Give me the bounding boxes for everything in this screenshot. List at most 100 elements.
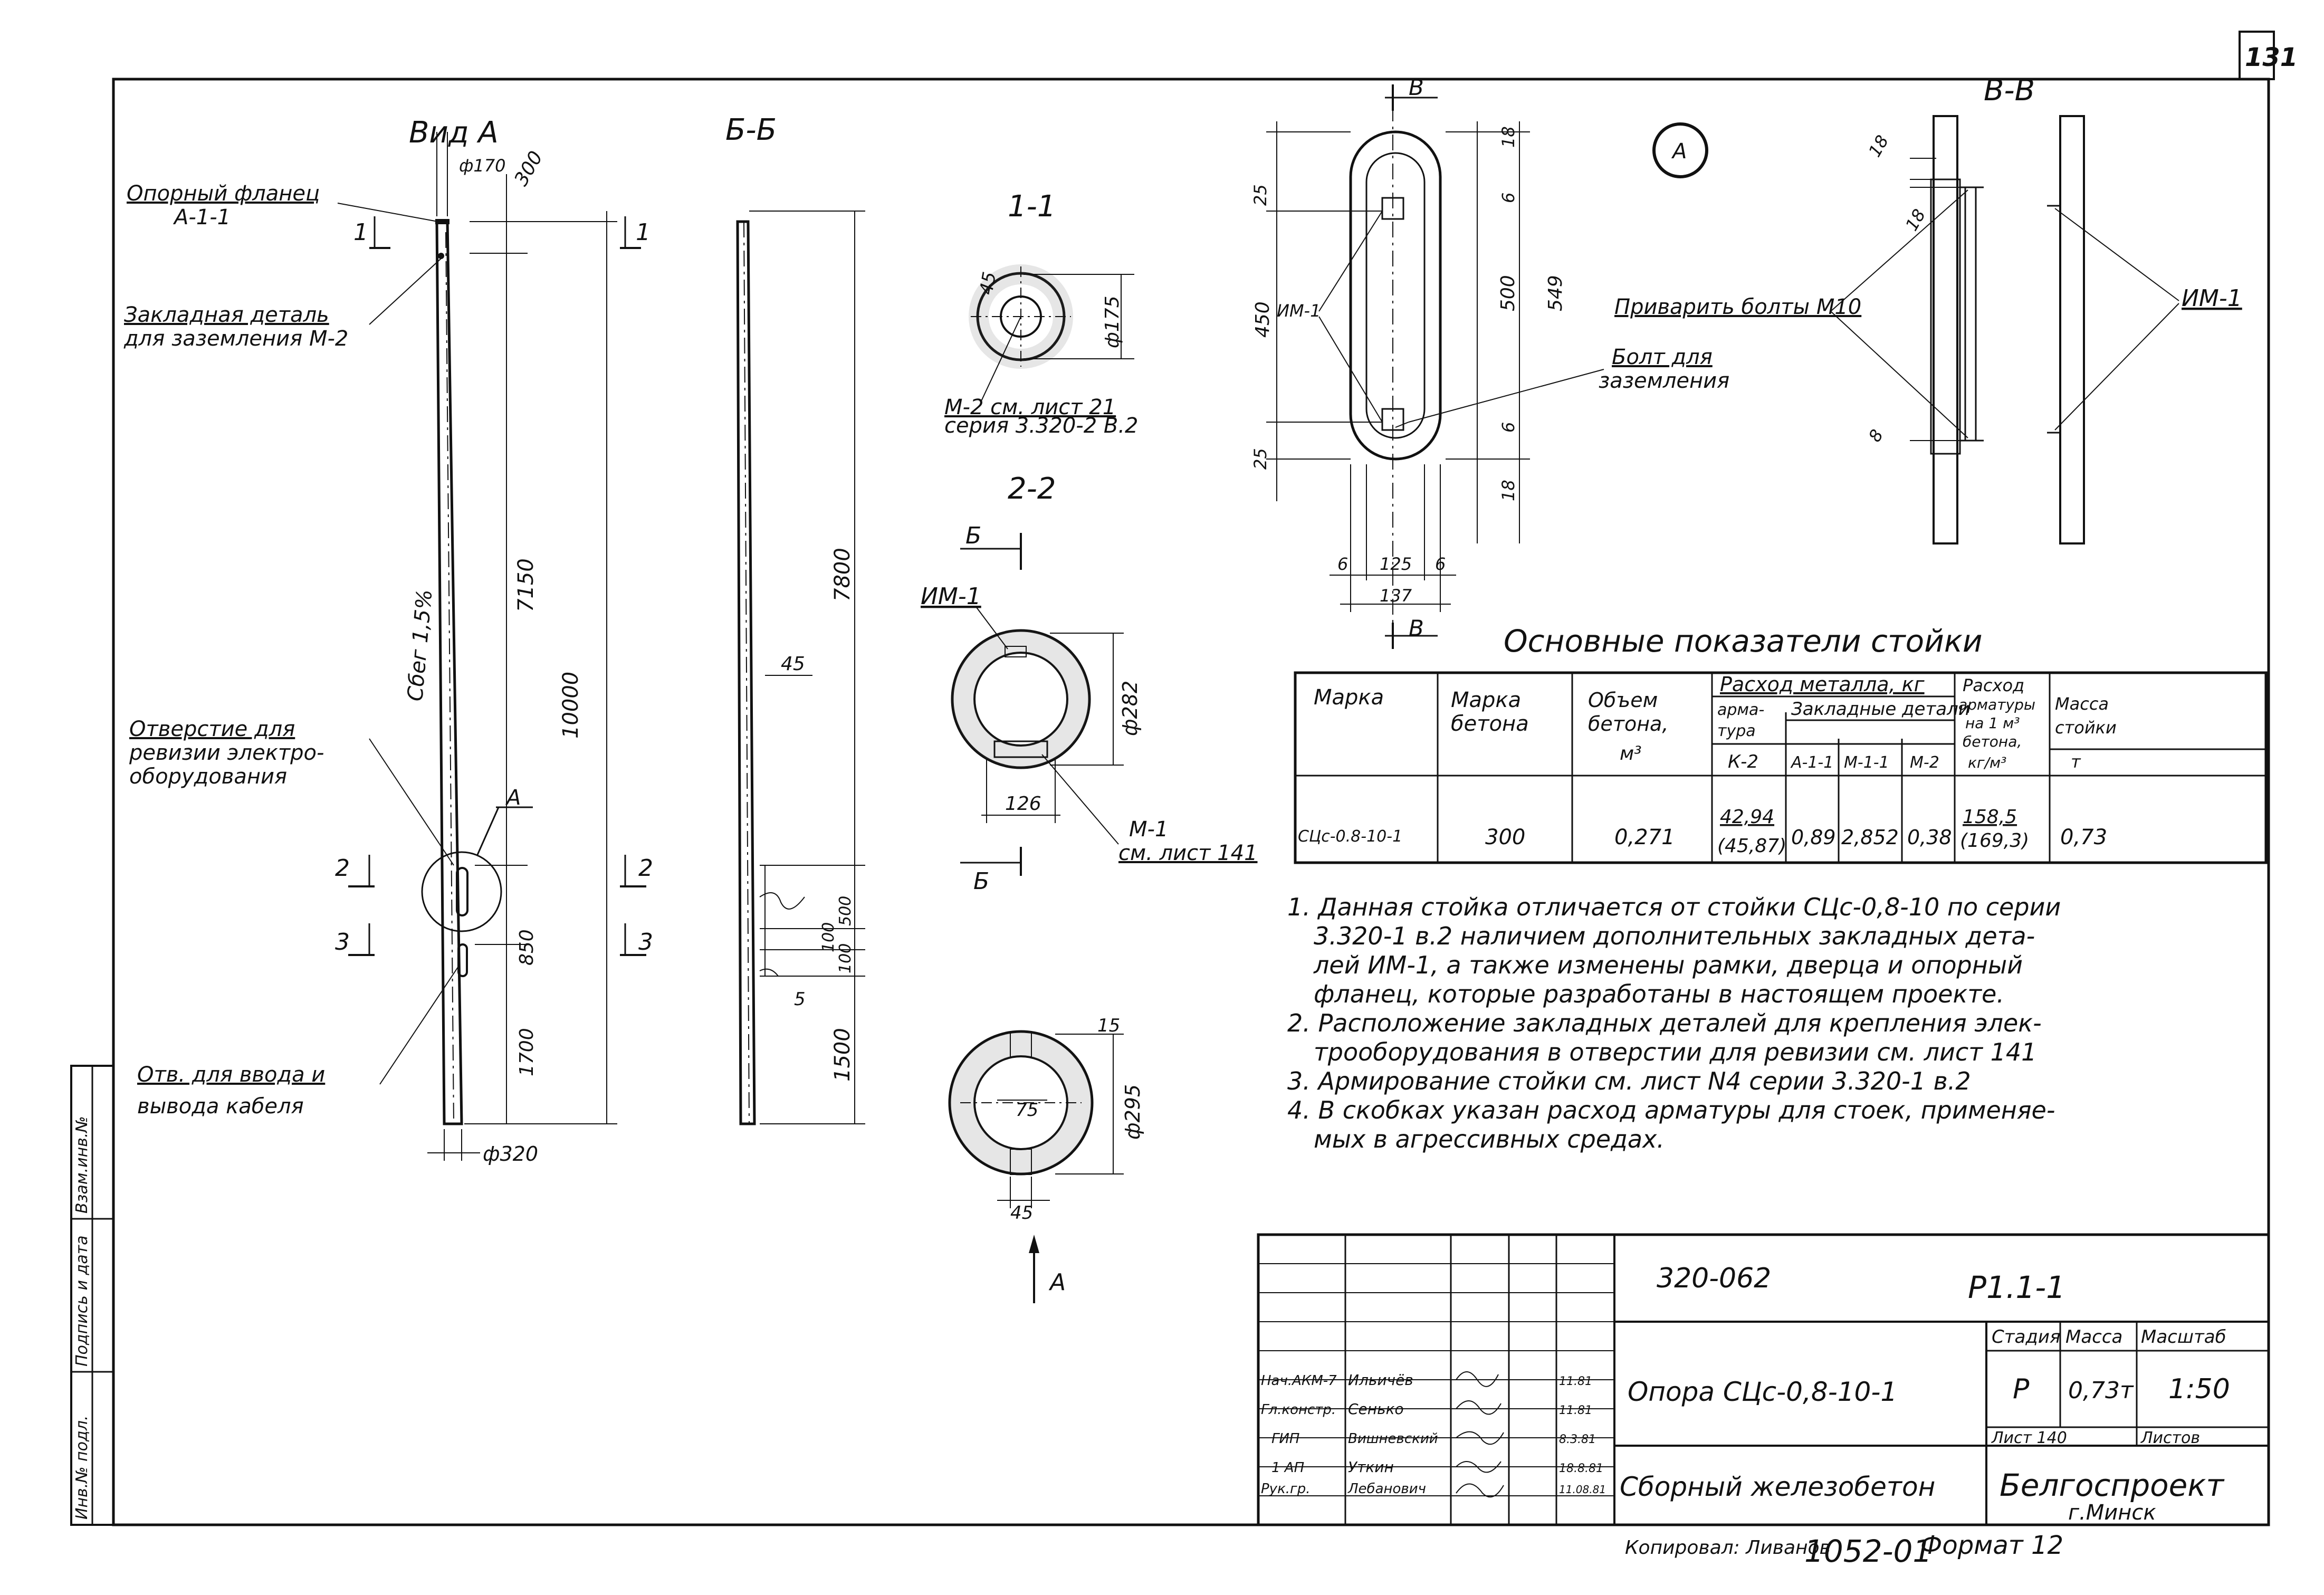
svg-text:А-1-1: А-1-1 (1790, 753, 1833, 772)
revision-frame-inner (1365, 152, 1426, 439)
svg-text:кг/м³: кг/м³ (1968, 754, 2006, 771)
view-a-labels: Опорный фланец А-1-1 Закладная деталь дл… (123, 182, 460, 1119)
svg-text:Вишневский: Вишневский (1348, 1431, 1438, 1447)
svg-text:на 1 м³: на 1 м³ (1965, 714, 2020, 732)
svg-text:100: 100 (819, 922, 838, 952)
section-3-3: 15 75 ф295 45 А (948, 1015, 1144, 1303)
note-2: 2. Расположение закладных деталей для кр… (1287, 1009, 2042, 1037)
project-number: 320-062 (1657, 1263, 1771, 1294)
section-bb-title: В-В (1984, 73, 2035, 108)
svg-text:18: 18 (1498, 480, 1518, 501)
svg-text:11.81: 11.81 (1559, 1375, 1592, 1388)
cut-b-bottom: В (1409, 615, 1424, 641)
section-2-title: 2-2 (1008, 472, 1056, 506)
section-1-title: 1-1 (1008, 189, 1056, 224)
svg-text:Сенько: Сенько (1348, 1400, 1404, 1418)
svg-text:фланец, которые разработаны в: фланец, которые разработаны в настоящем … (1314, 980, 2004, 1008)
svg-text:2: 2 (335, 855, 350, 882)
svg-text:450: 450 (1252, 301, 1274, 338)
format-label: Формат 12 (1920, 1531, 2063, 1560)
svg-text:Опорный фланец: Опорный фланец (127, 182, 320, 206)
view-b-title: Б-Б (725, 113, 777, 147)
svg-text:Объем: Объем (1588, 689, 1658, 712)
drawing-name: Опора СЦс-0,8-10-1 (1628, 1377, 1897, 1407)
svg-text:тура: тура (1717, 722, 1756, 740)
svg-text:А: А (1048, 1269, 1066, 1296)
scale-value: 1:50 (2168, 1373, 2230, 1405)
svg-text:Гл.констр.: Гл.констр. (1261, 1402, 1336, 1418)
svg-text:125: 125 (1380, 554, 1412, 574)
revision-hole (456, 867, 468, 916)
svg-text:11.08.81: 11.08.81 (1559, 1483, 1606, 1496)
svg-text:арматуры: арматуры (1958, 696, 2035, 713)
top-diameter: ф170 (459, 156, 505, 176)
sheet-number-box (2239, 31, 2275, 80)
svg-text:6: 6 (1498, 422, 1518, 433)
svg-text:6: 6 (1337, 554, 1348, 574)
section-2-2: 2-2 Б ИМ-1 ф282 126 М-1 см. лист 141 Б (921, 472, 1258, 895)
dim-phi295: ф295 (1121, 1084, 1144, 1140)
svg-text:18: 18 (1864, 132, 1892, 160)
section-2-label-im1: ИМ-1 (921, 583, 981, 610)
svg-text:Стадия: Стадия (1992, 1326, 2060, 1348)
svg-text:8: 8 (1864, 426, 1887, 445)
dim-1500: 1500 (830, 1028, 855, 1082)
svg-text:45: 45 (975, 270, 1000, 297)
svg-text:Б: Б (965, 522, 981, 549)
organization: Белгоспроект (2000, 1467, 2225, 1503)
pole-side-outline (736, 220, 756, 1125)
svg-text:25: 25 (1250, 184, 1270, 206)
svg-text:1: 1 (636, 219, 651, 246)
svg-text:для заземления М-2: для заземления М-2 (123, 327, 348, 351)
svg-text:(169,3): (169,3) (1960, 830, 2029, 852)
dim-850: 850 (516, 929, 538, 966)
title-block: Нач.АКМ-7 Ильичёв 11.81 Гл.констр. Сеньк… (1257, 1233, 2270, 1526)
svg-text:15: 15 (1097, 1015, 1120, 1036)
svg-text:45: 45 (1010, 1202, 1033, 1224)
row-concrete: 300 (1485, 825, 1525, 849)
row-volume: 0,271 (1614, 825, 1675, 849)
view-a-title: Вид А (409, 116, 499, 150)
row-mark: СЦс-0.8-10-1 (1298, 827, 1402, 846)
svg-text:Масса: Масса (2065, 1326, 2122, 1348)
pole-axis (445, 232, 454, 1124)
svg-text:0,38: 0,38 (1907, 826, 1952, 849)
svg-text:Марка: Марка (1451, 688, 1521, 712)
svg-text:Закладная деталь: Закладная деталь (124, 303, 329, 327)
svg-text:заземления: заземления (1599, 369, 1729, 393)
svg-text:Инв.№ подл.: Инв.№ подл. (73, 1416, 91, 1520)
svg-text:Подпись и дата: Подпись и дата (73, 1236, 91, 1367)
svg-text:трооборудования в отверстии дл: трооборудования в отверстии для ревизии … (1314, 1038, 2036, 1066)
copied-by: Копировал: Ливанов (1625, 1537, 1831, 1559)
svg-text:М-1-1: М-1-1 (1844, 753, 1889, 772)
svg-text:ревизии электро-: ревизии электро- (129, 741, 324, 765)
note-3: 3. Армирование стойки см. лист N4 серии … (1287, 1067, 1971, 1095)
svg-text:Расход: Расход (1963, 675, 2024, 695)
svg-text:Отверстие для: Отверстие для (129, 717, 295, 741)
svg-text:6: 6 (1498, 193, 1518, 203)
svg-text:11.81: 11.81 (1559, 1404, 1592, 1417)
view-a: Вид А А ф170 ф320 300 7150 10000 850 (123, 116, 653, 1166)
svg-text:Нач.АКМ-7: Нач.АКМ-7 (1261, 1373, 1337, 1389)
embed-m2-dot (438, 253, 444, 259)
svg-text:Масса: Масса (2055, 694, 2109, 714)
svg-text:Масштаб: Масштаб (2141, 1326, 2226, 1348)
stage-value: Р (2013, 1373, 2030, 1405)
svg-text:75: 75 (1016, 1100, 1038, 1121)
svg-text:158,5: 158,5 (1963, 806, 2017, 828)
svg-text:1: 1 (353, 219, 368, 246)
svg-text:М-1: М-1 (1129, 817, 1168, 842)
table-title: Основные показатели стойки (1504, 623, 1983, 659)
dim-phi175: ф175 (1102, 296, 1123, 349)
svg-text:Марка: Марка (1314, 685, 1384, 710)
svg-text:арма-: арма- (1717, 701, 1764, 719)
dim-1700: 1700 (516, 1028, 538, 1076)
svg-text:оборудования: оборудования (129, 765, 287, 789)
dim-phi282: ф282 (1118, 681, 1142, 736)
dim-7800: 7800 (830, 548, 855, 601)
svg-text:Листов: Листов (2140, 1429, 2200, 1447)
detail-a: В В А 25 450 25 ИМ-1 18 6 500 549 6 18 (1250, 74, 1729, 649)
material: Сборный железобетон (1620, 1472, 1935, 1502)
svg-text:Лист 140: Лист 140 (1991, 1429, 2067, 1447)
